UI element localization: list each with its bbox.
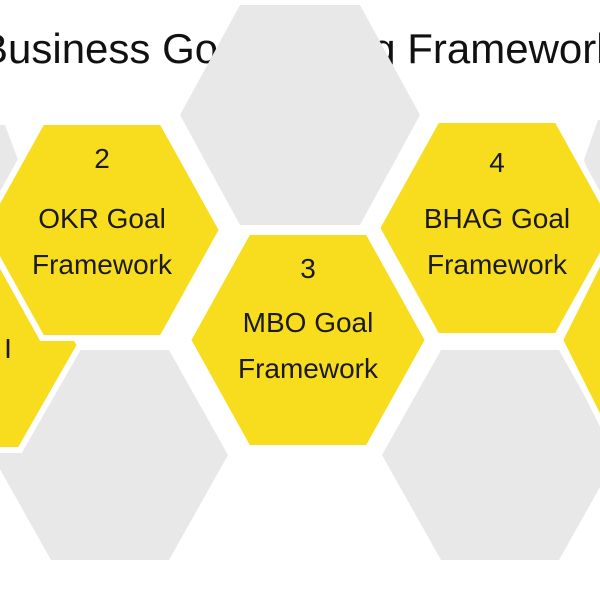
hex-3-shape [184, 229, 432, 451]
gray-hexagon-bottom-left [0, 350, 228, 560]
hex-2-shape [0, 119, 226, 341]
hex-4-label-line: Framework [427, 249, 568, 280]
gray-hexagons [0, 5, 600, 560]
gray-hexagon-edge-right [584, 120, 600, 200]
hex-2-label-line: OKR Goal [38, 203, 166, 234]
hex-partial-5 [556, 253, 600, 427]
hex-4-label-line: BHAG Goal [424, 203, 570, 234]
hex-partial-1-label-line: I [4, 333, 12, 364]
hex-3-label-line: Framework [238, 353, 379, 384]
hex-3-label-line: MBO Goal [243, 307, 374, 338]
hex-3-number: 3 [300, 253, 316, 284]
gray-hexagon-bottom-right [382, 350, 600, 560]
gray-hexagon-top [180, 5, 420, 225]
hex-2-number: 2 [94, 143, 110, 174]
hex-4-number: 4 [489, 147, 505, 178]
hex-4-shape [373, 117, 600, 339]
hex-2-label-line: Framework [32, 249, 173, 280]
hex-partial-5-shape [556, 253, 600, 427]
